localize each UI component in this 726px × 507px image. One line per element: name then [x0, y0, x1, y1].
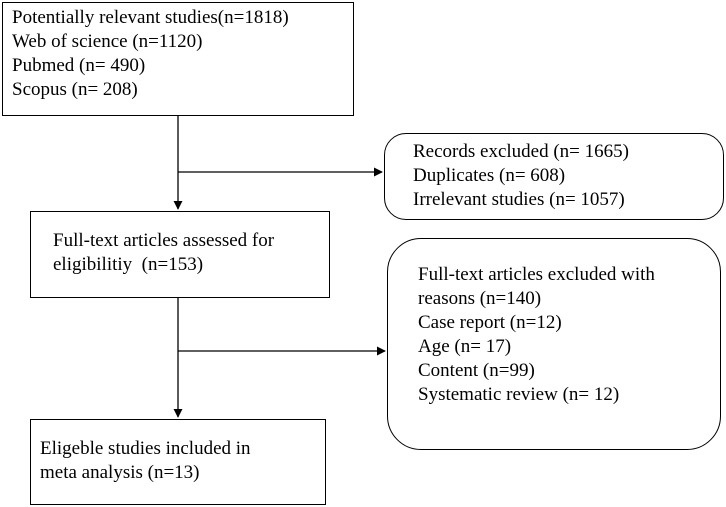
identified-studies-box: Potentially relevant studies(n=1818) Web… [2, 2, 354, 116]
systematic-review-text: Systematic review (n= 12) [418, 384, 620, 405]
case-report-text: Case report (n=12) [418, 312, 562, 333]
full-text-excluded-reasons-text: reasons (n=140) [418, 288, 542, 309]
identified-scopus-text: Scopus (n= 208) [12, 79, 138, 100]
identified-web-of-science-text: Web of science (n=1120) [12, 31, 203, 52]
included-studies-box: Eligeble studies included in meta analys… [30, 419, 326, 505]
identified-pubmed-text: Pubmed (n= 490) [12, 55, 146, 76]
included-studies-line-1: Eligeble studies included in [40, 438, 251, 459]
identified-total-text: Potentially relevant studies(n=1818) [12, 7, 289, 28]
duplicates-text: Duplicates (n= 608) [413, 165, 566, 186]
irrelevant-studies-text: Irrelevant studies (n= 1057) [413, 189, 625, 210]
full-text-excluded-box: Full-text articles excluded with reasons… [387, 238, 721, 450]
included-studies-line-2: meta analysis (n=13) [40, 462, 200, 483]
content-text: Content (n=99) [418, 360, 535, 381]
full-text-assessed-box: Full-text articles assessed for eligibil… [30, 211, 330, 298]
full-text-excluded-line-1: Full-text articles excluded with [418, 264, 655, 285]
full-text-assessed-line-2: eligibilitiy (n=153) [53, 254, 204, 275]
records-excluded-box: Records excluded (n= 1665) Duplicates (n… [384, 133, 724, 220]
records-excluded-total-text: Records excluded (n= 1665) [413, 141, 629, 162]
age-text: Age (n= 17) [418, 336, 512, 357]
full-text-assessed-line-1: Full-text articles assessed for [53, 230, 275, 251]
